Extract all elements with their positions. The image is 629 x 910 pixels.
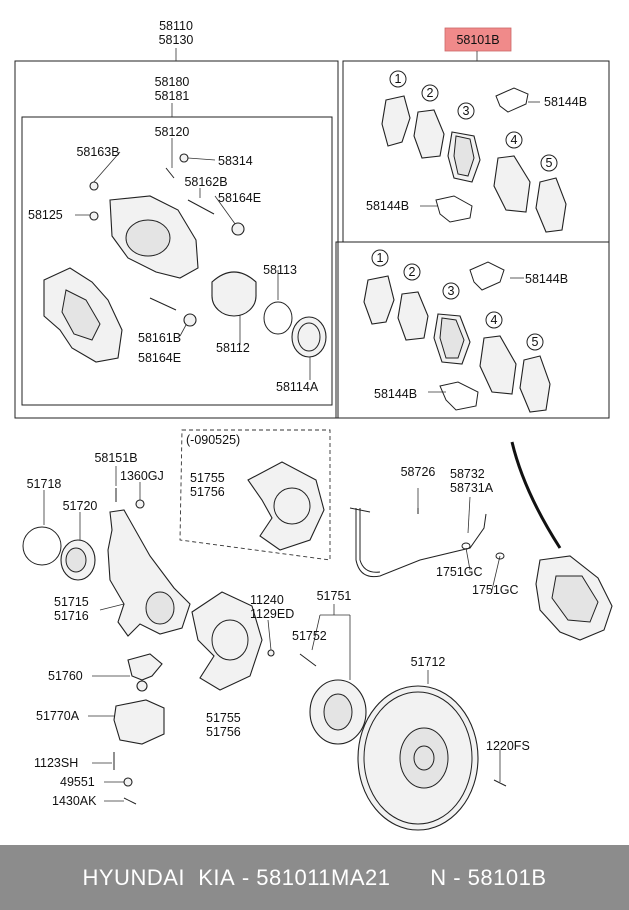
label-stud: 51752 xyxy=(292,629,327,643)
num-3a: 3 xyxy=(463,104,470,118)
label-gasket-1: 1751GC xyxy=(436,565,483,579)
label-shield-old-date: (-090525) xyxy=(186,433,240,447)
footer-n-label: N - xyxy=(390,864,468,890)
num-2b: 2 xyxy=(409,265,416,279)
label-boot-a: 58164E xyxy=(218,191,261,205)
num-3b: 3 xyxy=(448,284,455,298)
label-bracket-bolt: 58726 xyxy=(401,465,436,479)
label-piston-boot: 58114A xyxy=(276,380,319,394)
pad-kit-highlight xyxy=(444,27,512,52)
label-disc: 51712 xyxy=(411,655,446,669)
label-guide-pin-b: 58161B xyxy=(138,331,181,345)
label-bracket: 58120 xyxy=(155,125,190,139)
label-bolt-a: 58151B xyxy=(94,451,137,465)
label-hub-bolt: 51751 xyxy=(317,589,352,603)
label-top-clip-2: 58144B xyxy=(366,199,409,213)
num-1b: 1 xyxy=(377,251,384,265)
label-piston: 58112 xyxy=(216,341,250,355)
num-5a: 5 xyxy=(546,156,553,170)
label-disc-screw: 1220FS xyxy=(486,739,530,753)
caliper-parts xyxy=(43,153,327,363)
label-gasket-2: 1751GC xyxy=(472,583,519,597)
label-pin-boot: 58125 xyxy=(28,208,63,222)
num-2a: 2 xyxy=(427,86,434,100)
caliper-assembly-frame xyxy=(14,60,339,419)
num-4a: 4 xyxy=(511,133,518,147)
label-pad-kit: 58101B xyxy=(456,33,499,47)
num-5b: 5 xyxy=(532,335,539,349)
label-snap-ring: 51718 xyxy=(27,477,62,491)
old-shield-dashed-frame xyxy=(179,429,331,561)
label-guide-pin-a: 58162B xyxy=(184,175,227,189)
caliper-body-frame xyxy=(21,116,333,406)
label-boot-b: 58164E xyxy=(138,351,181,365)
pad-number-markers xyxy=(371,70,558,351)
label-lower-arm: 51770A xyxy=(36,709,80,723)
label-nut-a: 1360GJ xyxy=(120,469,164,483)
footer-part-number: 581011MA21 xyxy=(256,864,391,890)
brake-pads-set-2 xyxy=(363,261,551,413)
num-1a: 1 xyxy=(395,72,402,86)
footer-brand: HYUNDAI KIA xyxy=(82,864,236,890)
pad-kit-frame-bottom xyxy=(335,241,610,419)
footer-ref: 58101B xyxy=(467,864,547,890)
label-bot-clip-1: 58144B xyxy=(525,272,568,286)
brake-pads-set-1 xyxy=(381,87,567,233)
hose-and-caliper xyxy=(349,441,613,641)
footer-separator: - xyxy=(235,864,257,890)
leader-lines xyxy=(43,48,540,802)
label-bleeder: 58163B xyxy=(76,145,119,159)
label-pin: 1430AK xyxy=(52,794,97,808)
label-bolt-b: 1123SH xyxy=(34,756,78,770)
label-ball-joint: 51760 xyxy=(48,669,83,683)
part-number-footer: HYUNDAI KIA - 581011MA21 N - 58101B xyxy=(0,845,629,910)
label-bot-clip-2: 58144B xyxy=(374,387,417,401)
knuckle-parts xyxy=(22,488,191,805)
label-nut-b: 49551 xyxy=(60,775,95,789)
dust-shields xyxy=(191,461,325,691)
label-bearing: 51720 xyxy=(63,499,98,513)
label-seal: 58113 xyxy=(263,263,297,277)
num-4b: 4 xyxy=(491,313,498,327)
label-top-clip-1: 58144B xyxy=(544,95,587,109)
hub-and-disc xyxy=(299,653,507,831)
label-cap: 58314 xyxy=(218,154,253,168)
